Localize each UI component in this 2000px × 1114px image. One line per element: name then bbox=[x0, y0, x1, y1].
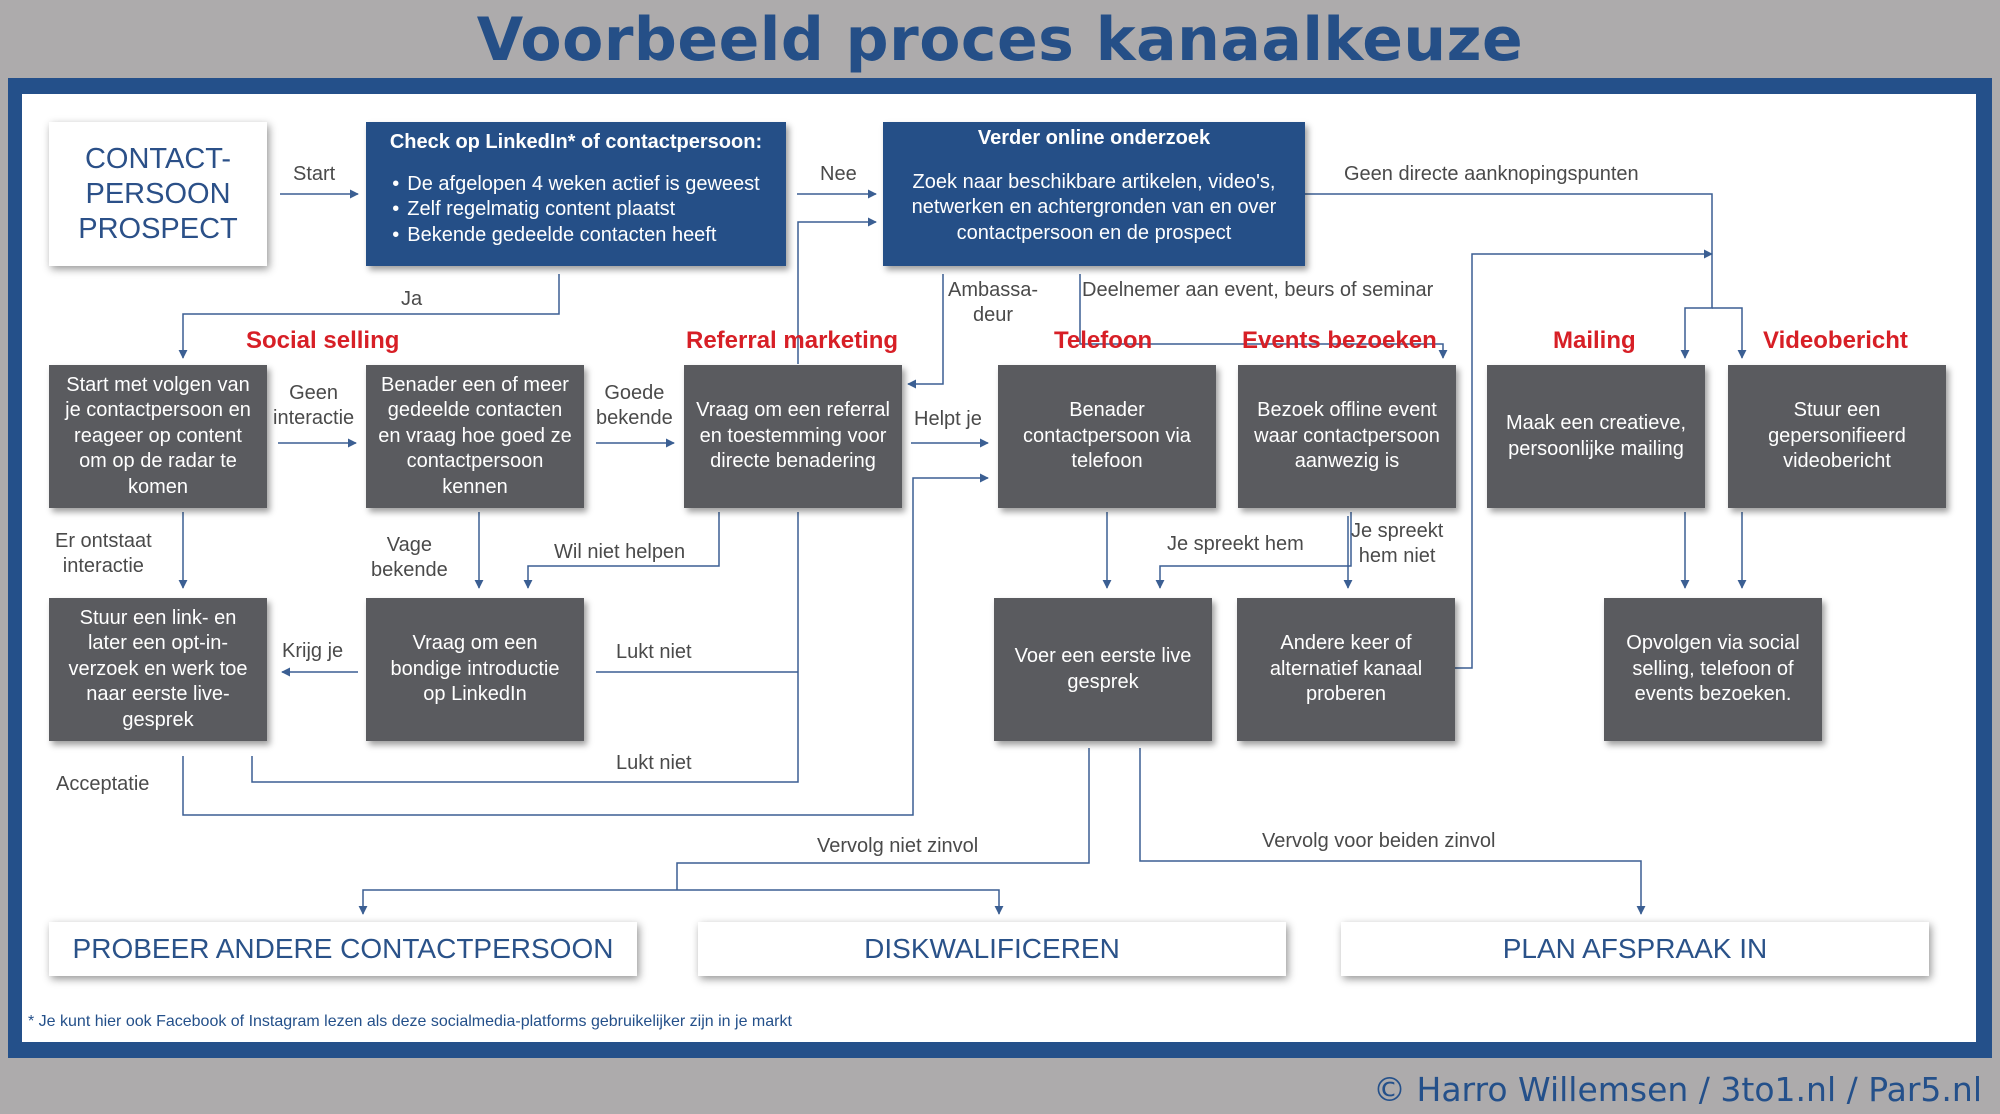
edge-referral-down bbox=[251, 512, 799, 783]
edge-label-er-ontstaat: Er ontstaat interactie bbox=[55, 530, 152, 577]
edge-acceptatie-phone bbox=[182, 473, 989, 816]
edge-event-live bbox=[1155, 512, 1352, 589]
page-title: Voorbeeld proces kanaalkeuze bbox=[476, 5, 1524, 75]
linkedin-check-node: Check op LinkedIn* of contactpersoon: De… bbox=[366, 122, 786, 266]
plan-appointment-node: PLAN AFSPRAAK IN bbox=[1341, 922, 1929, 976]
edge-label-ja: Ja bbox=[401, 288, 423, 310]
category-mailing: Mailing bbox=[1553, 327, 1636, 354]
edge-alternative-online bbox=[1448, 249, 1713, 669]
video-message-node: Stuur een gepersonifieerd videobericht bbox=[1728, 365, 1946, 508]
edge-label-acceptatie: Acceptatie bbox=[56, 773, 150, 795]
followup-node: Opvolgen via social selling, telefoon of… bbox=[1604, 598, 1822, 741]
edge-ambassadeur-referral bbox=[907, 274, 944, 389]
edge-deelnemer-event bbox=[1079, 274, 1448, 359]
edge-label-deelnemer: Deelnemer aan event, beurs of seminar bbox=[1082, 279, 1434, 301]
follow-contact-node: Start met volgen van je contactpersoon e… bbox=[49, 365, 267, 508]
approach-shared-contacts-node: Benader een of meer gedeelde contacten e… bbox=[366, 365, 584, 508]
footnote: * Je kunt hier ook Facebook of Instagram… bbox=[28, 1013, 792, 1030]
first-live-conversation-node: Voer een eerste live gesprek bbox=[994, 598, 1212, 741]
category-events: Events bezoeken bbox=[1242, 327, 1437, 354]
edge-label-lukt-niet-2: Lukt niet bbox=[616, 752, 692, 774]
category-social-selling: Social selling bbox=[246, 327, 400, 354]
edge-label-start: Start bbox=[293, 163, 336, 185]
linkedin-criterion: De afgelopen 4 weken actief is geweest bbox=[392, 172, 759, 198]
edge-label-geen-interactie: Geen interactie bbox=[273, 382, 355, 429]
edge-label-geen-directe: Geen directe aanknopingspunten bbox=[1344, 163, 1639, 185]
edge-label-vervolg-beiden-zinvol: Vervolg voor beiden zinvol bbox=[1262, 830, 1496, 852]
try-other-contact-node: PROBEER ANDERE CONTACTPERSOON bbox=[49, 922, 637, 976]
phone-approach-node: Benader contactpersoon via telefoon bbox=[998, 365, 1216, 508]
online-research-node: Verder online onderzoek Zoek naar beschi… bbox=[883, 122, 1305, 266]
linkedin-criterion: Bekende gedeelde contacten heeft bbox=[392, 223, 759, 249]
edge-label-je-spreekt-hem: Je spreekt hem bbox=[1167, 533, 1304, 555]
edge-to-disqualify bbox=[677, 889, 1004, 915]
category-referral-marketing: Referral marketing bbox=[686, 327, 899, 354]
edge-label-wil-niet-helpen: Wil niet helpen bbox=[554, 541, 686, 563]
offline-event-node: Bezoek offline event waar contactpersoon… bbox=[1238, 365, 1456, 508]
contact-prospect-node: CONTACT- PERSOON PROSPECT bbox=[49, 122, 267, 266]
linkedin-criterion: Zelf regelmatig content plaatst bbox=[392, 197, 759, 223]
edge-label-nee: Nee bbox=[820, 163, 857, 185]
edge-label-vervolg-niet-zinvol: Vervolg niet zinvol bbox=[817, 835, 979, 857]
edge-label-ambassadeur: Ambassa- deur bbox=[948, 279, 1039, 326]
linkedin-intro-node: Vraag om een bondige introductie op Link… bbox=[366, 598, 584, 741]
edge-label-helpt-je: Helpt je bbox=[914, 408, 982, 430]
edge-label-vage-bekende: Vage bekende bbox=[371, 534, 448, 581]
edge-label-lukt-niet-1: Lukt niet bbox=[616, 641, 692, 663]
link-request-node: Stuur een link- en later een opt-in- ver… bbox=[49, 598, 267, 741]
edge-online-video bbox=[1712, 307, 1747, 359]
edge-label-je-spreekt-hem-niet: Je spreekt hem niet bbox=[1351, 520, 1444, 567]
category-videobericht: Videobericht bbox=[1763, 327, 1908, 354]
category-telefoon: Telefoon bbox=[1054, 327, 1153, 354]
edge-live-appointment bbox=[1139, 748, 1646, 915]
edge-linkedin-follow bbox=[178, 274, 560, 359]
edge-label-goede-bekende: Goede bekende bbox=[596, 382, 673, 429]
copyright-notice: © Harro Willemsen / 3to1.nl / Par5.nl bbox=[1373, 1070, 1982, 1109]
edge-label-krijg-je: Krijg je bbox=[282, 640, 344, 662]
disqualify-node: DISKWALIFICEREN bbox=[698, 922, 1286, 976]
edge-live-niet-zinvol bbox=[676, 748, 1090, 890]
alternative-channel-node: Andere keer of alternatief kanaal prober… bbox=[1237, 598, 1455, 741]
edge-to-try-other bbox=[358, 889, 677, 915]
mailing-node: Maak een creatieve, persoonlijke mailing bbox=[1487, 365, 1705, 508]
edge-referral-online bbox=[797, 217, 877, 364]
linkedin-criteria-list: De afgelopen 4 weken actief is geweest Z… bbox=[392, 172, 759, 249]
edge-referral-intro bbox=[523, 512, 720, 589]
referral-request-node: Vraag om een referral en toestemming voo… bbox=[684, 365, 902, 508]
